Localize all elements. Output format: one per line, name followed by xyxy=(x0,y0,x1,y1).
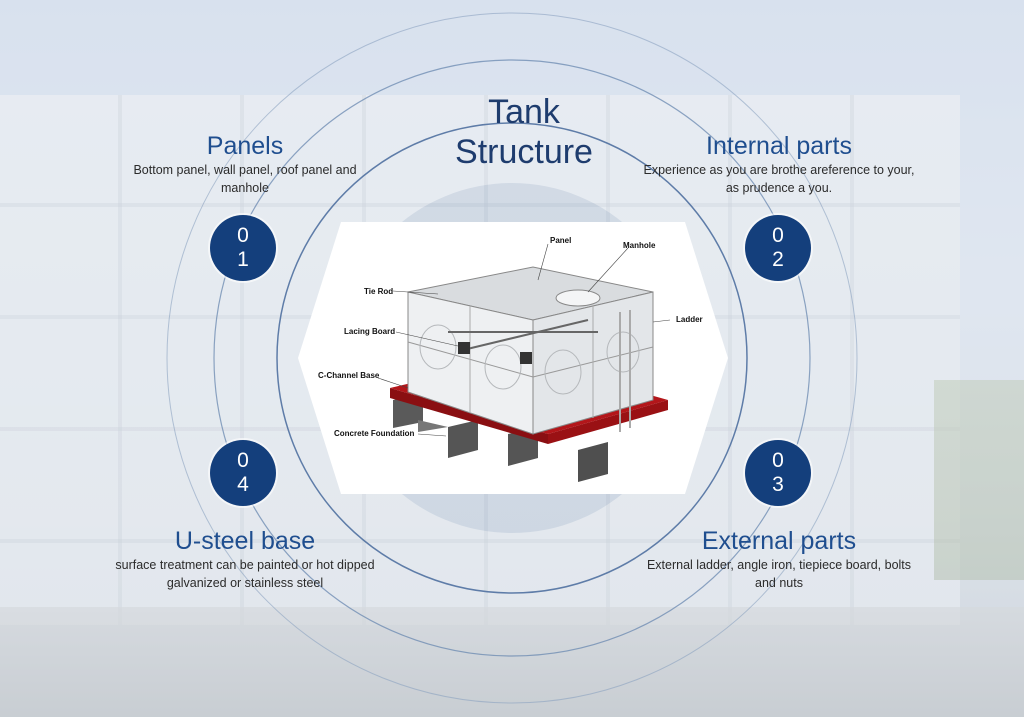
section-heading: Panels xyxy=(206,132,284,160)
background-trees xyxy=(934,380,1024,580)
badge-digit: 3 xyxy=(772,473,784,496)
badge-digit: 0 xyxy=(237,224,249,247)
tank-diagram: Panel Manhole Tie Rod Ladder Lacing Boar… xyxy=(298,222,728,494)
label-lacing-board: Lacing Board xyxy=(344,327,395,336)
badge-digit: 0 xyxy=(772,224,784,247)
section-heading: External parts xyxy=(701,527,857,555)
page-title: Tank Structure xyxy=(424,92,624,172)
label-panel: Panel xyxy=(550,236,571,245)
label-ladder: Ladder xyxy=(676,315,703,324)
section-panels: Panels Bottom panel, wall panel, roof pa… xyxy=(105,131,385,197)
label-concrete-foundation: Concrete Foundation xyxy=(334,429,415,438)
section-heading: Internal parts xyxy=(706,132,852,160)
section-description-line-1: External ladder, angle iron, tiepiece bo… xyxy=(646,558,912,572)
number-badge-01: 0 1 xyxy=(210,215,276,281)
badge-digit: 2 xyxy=(772,248,784,271)
section-description-line-2: and nuts xyxy=(755,576,803,590)
label-c-channel-base: C-Channel Base xyxy=(318,371,380,380)
section-description-line-1: Bottom panel, wall panel, roof panel and xyxy=(133,163,357,177)
tank-illustration: Panel Manhole Tie Rod Ladder Lacing Boar… xyxy=(318,236,703,482)
diagram-callouts: Panel Manhole Tie Rod Ladder Lacing Boar… xyxy=(318,236,703,438)
section-external-parts: External parts External ladder, angle ir… xyxy=(620,526,938,592)
section-description-line-2: manhole xyxy=(221,181,269,195)
badge-digit: 1 xyxy=(237,248,249,271)
badge-digit: 4 xyxy=(237,473,249,496)
badge-digit: 0 xyxy=(237,449,249,472)
background-ground xyxy=(0,607,1024,717)
label-tie-rod: Tie Rod xyxy=(364,287,393,296)
section-heading: U-steel base xyxy=(174,527,316,555)
number-badge-02: 0 2 xyxy=(745,215,811,281)
number-badge-03: 0 3 xyxy=(745,440,811,506)
title-line-1: Tank xyxy=(488,93,560,131)
section-description-line-2: as prudence a you. xyxy=(725,181,833,195)
number-badge-04: 0 4 xyxy=(210,440,276,506)
section-description-line-1: surface treatment can be painted or hot … xyxy=(115,558,375,572)
badge-digit: 0 xyxy=(772,449,784,472)
label-manhole: Manhole xyxy=(623,241,656,250)
section-description-line-2: galvanized or stainless steel xyxy=(166,576,324,590)
section-internal-parts: Internal parts Experience as you are bro… xyxy=(620,131,938,197)
section-description-line-1: Experience as you are brothe areference … xyxy=(643,163,915,177)
tank-body xyxy=(407,266,654,435)
title-line-2: Structure xyxy=(455,133,593,171)
section-u-steel-base: U-steel base surface treatment can be pa… xyxy=(82,526,408,592)
